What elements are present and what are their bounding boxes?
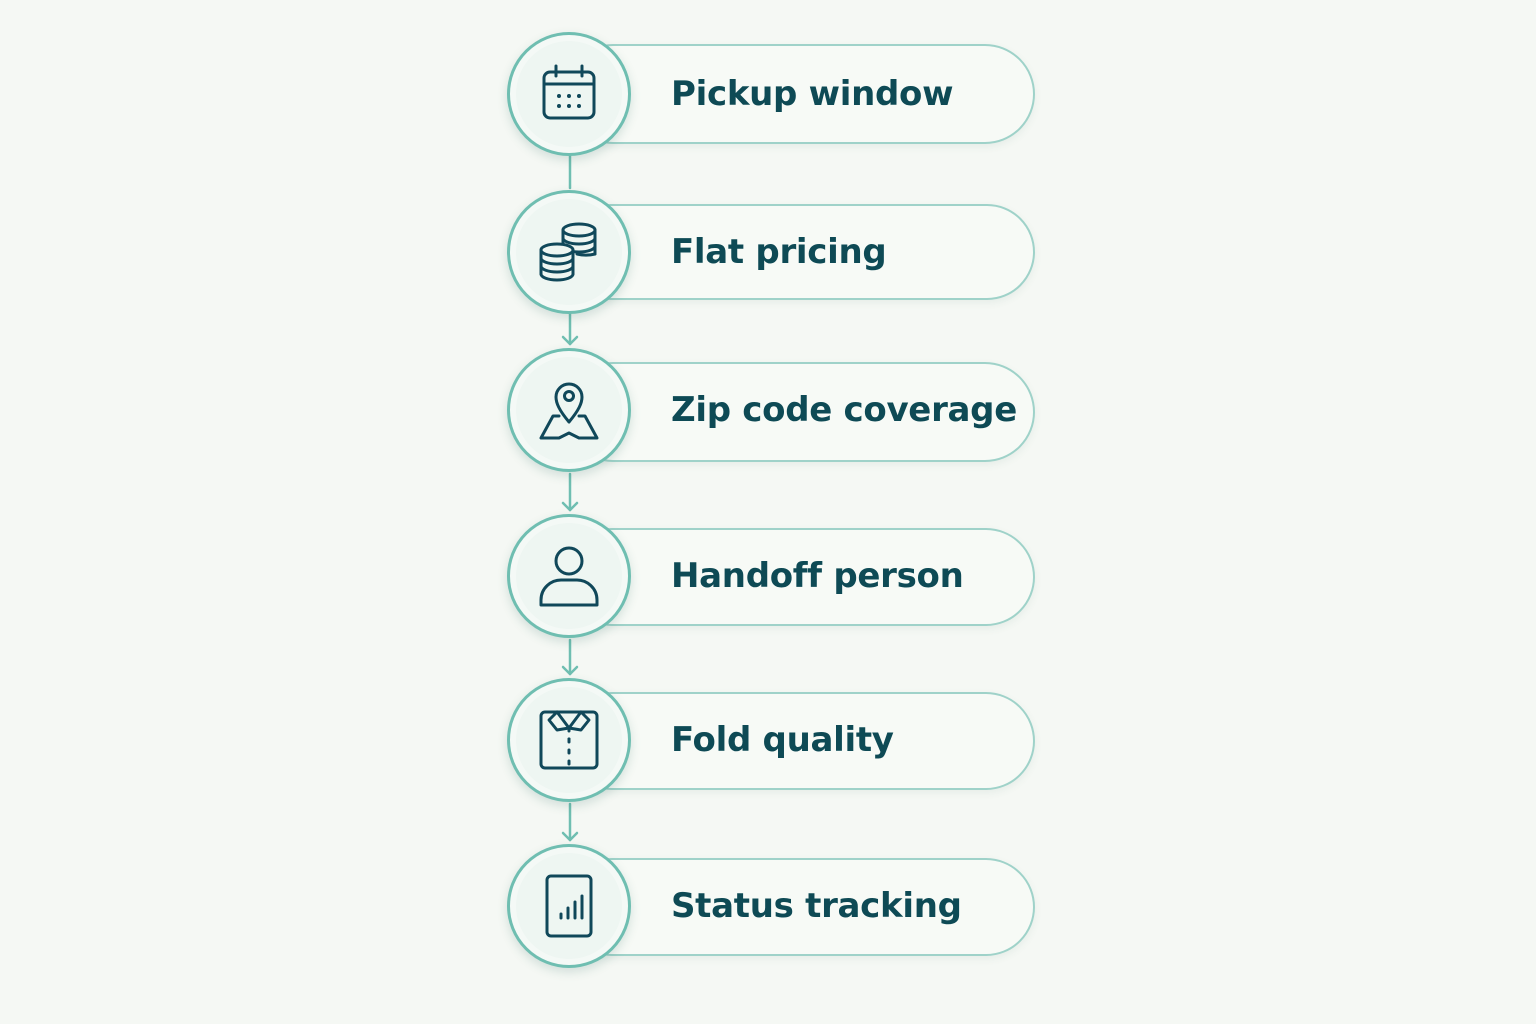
step-icon-circle xyxy=(507,678,631,802)
step-card xyxy=(563,858,1035,956)
step-icon-circle xyxy=(507,32,631,156)
step-label: Flat pricing xyxy=(671,232,887,272)
map-pin-icon xyxy=(539,382,599,440)
step-fold-quality: Fold quality xyxy=(505,676,1037,804)
step-icon-circle xyxy=(507,844,631,968)
step-icon-circle xyxy=(507,190,631,314)
phone-chart-icon xyxy=(545,874,593,938)
calendar-icon xyxy=(542,64,596,120)
coins-stack-icon xyxy=(539,222,597,282)
step-pickup-window: Pickup window xyxy=(505,30,1037,158)
step-status-tracking: Status tracking xyxy=(505,842,1037,970)
step-flat-pricing: Flat pricing xyxy=(505,188,1037,316)
step-icon-circle xyxy=(507,348,631,472)
step-label: Status tracking xyxy=(671,886,962,926)
step-card xyxy=(563,528,1035,626)
person-icon xyxy=(539,546,599,607)
step-card xyxy=(563,44,1035,144)
folded-shirt-icon xyxy=(539,710,599,770)
step-label: Fold quality xyxy=(671,720,894,760)
step-card xyxy=(563,692,1035,790)
step-label: Zip code coverage xyxy=(671,390,1017,430)
step-label: Handoff person xyxy=(671,556,964,596)
step-zip-code-coverage: Zip code coverage xyxy=(505,346,1037,474)
step-icon-circle xyxy=(507,514,631,638)
step-label: Pickup window xyxy=(671,74,954,114)
step-handoff-person: Handoff person xyxy=(505,512,1037,640)
